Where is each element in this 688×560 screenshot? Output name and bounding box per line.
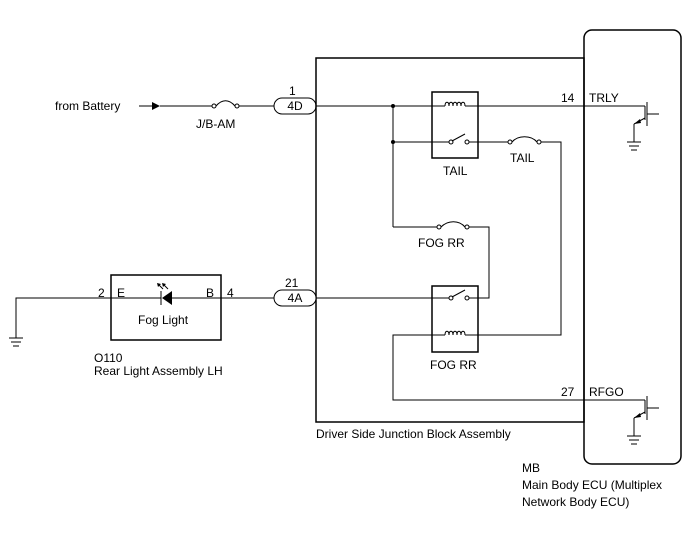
ecu-pin-trly: 14 <box>561 91 575 105</box>
fuse-jb-am-icon <box>211 100 240 109</box>
connector-4d-pin: 1 <box>289 84 296 98</box>
fog-rr-relay-switch-icon <box>448 289 470 301</box>
ecu-code: MB <box>522 461 540 475</box>
fog-light-pin-left: 2 <box>98 286 105 300</box>
fog-rr-relay-label: FOG RR <box>430 358 477 372</box>
junction-block-label: Driver Side Junction Block Assembly <box>316 427 511 441</box>
ground-icon-rfgo <box>627 435 641 445</box>
battery-arrow-icon <box>139 102 160 110</box>
tail-relay-coil-icon <box>444 101 466 107</box>
ecu-signal-trly: TRLY <box>589 91 619 105</box>
ground-icon-left <box>9 337 23 347</box>
ecu-signal-rfgo: RFGO <box>589 385 624 399</box>
fuse-tail-label: TAIL <box>510 151 535 165</box>
ecu-box <box>583 29 682 465</box>
tail-relay-box <box>431 91 479 159</box>
wire-fog-light-ground <box>15 297 111 338</box>
ecu-pin-rfgo: 27 <box>561 385 575 399</box>
fog-light-box <box>110 274 222 341</box>
ecu-name-line2: Network Body ECU) <box>522 495 629 509</box>
fog-light-term-left: E <box>117 286 125 300</box>
connector-4a-pin: 21 <box>285 276 299 290</box>
fuse-tail-icon <box>507 136 542 145</box>
wire-tail-fuse-down <box>465 141 562 336</box>
fog-light-pin-right: 4 <box>227 286 234 300</box>
wire-fog-fuse-to-relay <box>469 226 490 299</box>
transistor-trly-icon <box>584 102 659 142</box>
transistor-rfgo-icon <box>584 396 659 436</box>
wire-fog-coil-to-rfgo <box>392 334 584 401</box>
fog-rr-relay-box <box>431 285 479 353</box>
led-icon <box>157 283 172 305</box>
ecu-name-line1: Main Body ECU (Multiplex <box>522 478 662 492</box>
connector-4a-code: 4A <box>288 291 303 305</box>
tail-relay-label: TAIL <box>443 164 468 178</box>
ground-icon-trly <box>627 141 641 151</box>
battery-label: from Battery <box>55 99 120 113</box>
fuse-fog-rr-label: FOG RR <box>418 236 465 250</box>
fog-light-label: Fog Light <box>138 313 189 327</box>
fuse-jb-am-label: J/B-AM <box>196 117 235 131</box>
connector-4d-code: 4D <box>287 99 303 113</box>
fuse-fog-rr-icon <box>436 221 470 230</box>
fog-light-code: O110 <box>94 351 123 365</box>
tail-relay-switch-icon <box>448 133 470 145</box>
fog-rr-relay-coil-icon <box>444 330 466 336</box>
fog-light-name: Rear Light Assembly LH <box>94 364 223 378</box>
fog-light-term-right: B <box>206 286 214 300</box>
